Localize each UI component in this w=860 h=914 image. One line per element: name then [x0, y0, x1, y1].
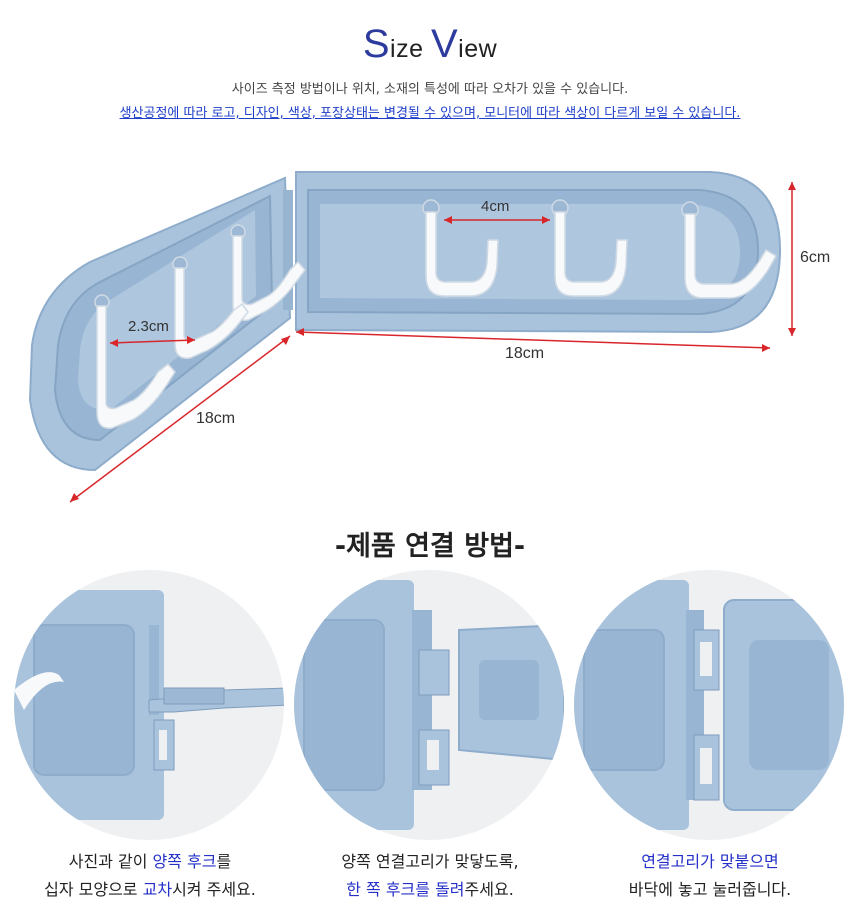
left-rack-panel: [28, 176, 292, 472]
step3-caption: 연결고리가 맞붙으면 바닥에 놓고 눌러줍니다.: [628, 852, 792, 899]
right-rack-panel: [295, 171, 782, 334]
step1-photo: [14, 570, 284, 840]
step2-photo: [294, 570, 564, 840]
step2-caption: 양쪽 연결고리가 맞닿도록, 한 쪽 후크를 돌려주세요.: [341, 852, 519, 899]
dimension-length-right: 18cm: [505, 345, 545, 362]
dimension-arrows: [69, 182, 796, 503]
dimension-hook-gap-left: 2.3cm: [128, 318, 169, 335]
step3-photo: [574, 570, 844, 840]
dimension-height: 6cm: [800, 249, 831, 266]
product-size-illustration: [28, 171, 796, 503]
step1-caption: 사진과 같이 양쪽 후크를 십자 모양으로 교차시켜 주세요.: [44, 852, 256, 899]
measurement-notice: 사이즈 측정 방법이나 위치, 소재의 특성에 따라 오차가 있을 수 있습니다…: [231, 82, 629, 97]
dimension-length-left: 18cm: [196, 410, 236, 427]
hinge-connector: [283, 190, 293, 310]
dimension-hook-gap-right: 4cm: [481, 198, 510, 215]
right-hooks: [422, 199, 778, 299]
page-title: Size View: [362, 22, 498, 66]
connection-method-title: -제품 연결 방법-: [334, 531, 526, 562]
production-notice: 생산공정에 따라 로고, 디자인, 색상, 포장상태는 변경될 수 있으며, 모…: [119, 106, 741, 121]
